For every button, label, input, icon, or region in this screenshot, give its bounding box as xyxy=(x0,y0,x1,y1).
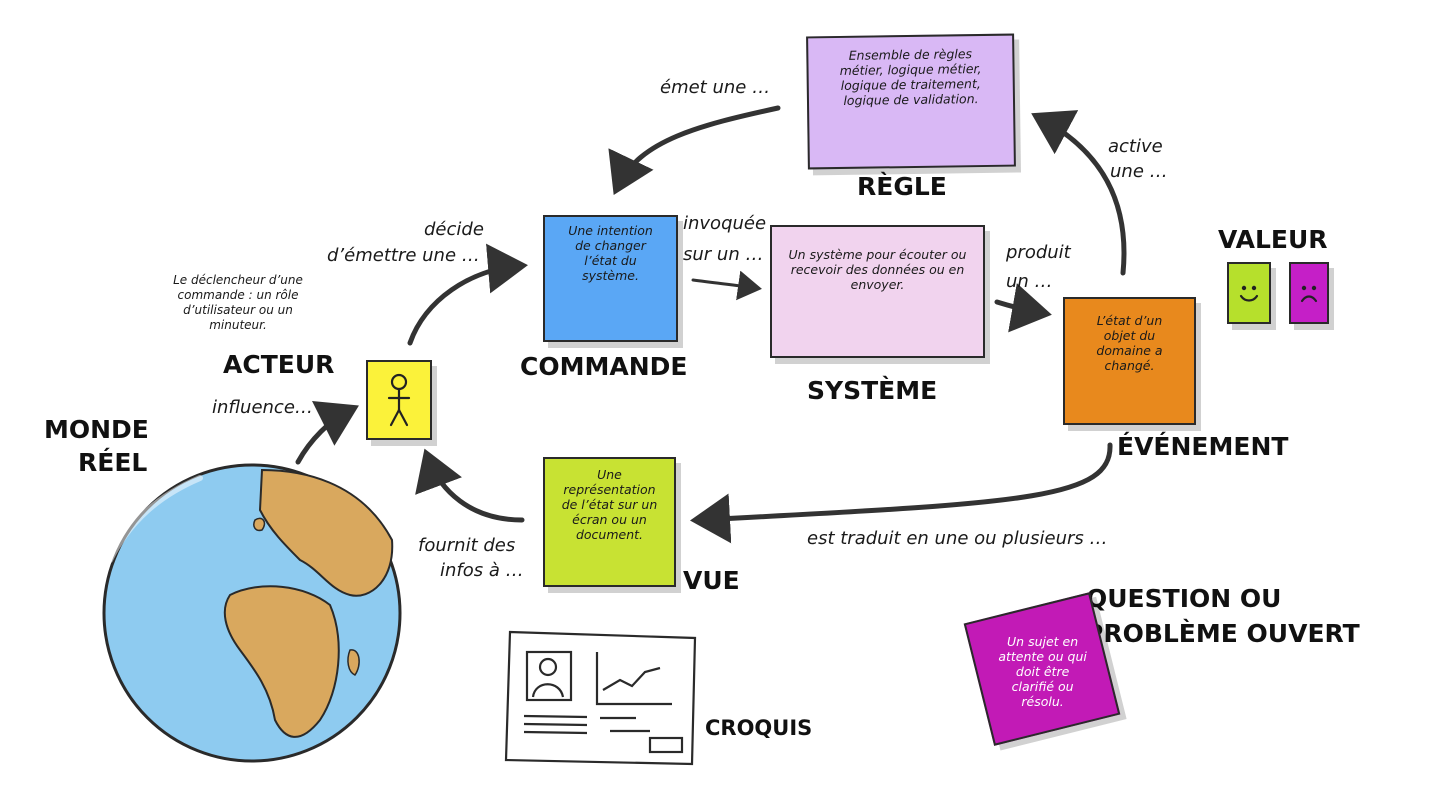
arrow-system-to-event xyxy=(994,283,1052,333)
value-title: VALEUR xyxy=(1218,225,1328,254)
system-description: Un système pour écouter ou recevoir des … xyxy=(788,247,967,292)
event-note: L’état d’un objet du domaine a changé. xyxy=(1063,297,1196,425)
verb-provides-line1: fournit des xyxy=(418,535,516,556)
verb-activates-line1: active xyxy=(1108,136,1163,157)
verb-activates-line2: une … xyxy=(1110,161,1168,182)
verb-decides-line1: décide xyxy=(424,219,484,240)
system-note: Un système pour écouter ou recevoir des … xyxy=(770,225,985,358)
frowny-icon xyxy=(1300,285,1318,303)
value-good-note xyxy=(1227,262,1271,324)
arrow-event-to-rule xyxy=(1031,110,1127,276)
arrow-event-to-view xyxy=(690,442,1113,544)
verb-invoked-line2: sur un … xyxy=(683,244,764,265)
sketch-title: CROQUIS xyxy=(705,716,813,740)
verb-translated: est traduit en une ou plusieurs … xyxy=(807,528,1108,549)
view-description: Une représentation de l’état sur un écra… xyxy=(561,467,658,542)
event-description: L’état d’un objet du domaine a changé. xyxy=(1096,313,1163,373)
verb-invoked-line1: invoquée xyxy=(683,213,767,234)
sketch-wireframe-icon xyxy=(504,630,697,766)
view-note: Une représentation de l’état sur un écra… xyxy=(543,457,676,587)
verb-produces-line1: produit xyxy=(1006,242,1071,263)
verb-decides-line2: d’émettre une … xyxy=(327,245,480,266)
verb-influences: influence… xyxy=(212,397,313,418)
command-description: Une intention de changer l’état du systè… xyxy=(568,223,653,283)
actor-description: Le déclencheur d’une commande : un rôle … xyxy=(173,273,303,332)
arrow-view-to-actor xyxy=(415,448,525,523)
rule-title: RÈGLE xyxy=(857,172,947,201)
command-title: COMMANDE xyxy=(520,352,688,381)
view-title: VUE xyxy=(683,566,740,595)
world-title-line1: MONDE xyxy=(44,415,149,444)
system-title: SYSTÈME xyxy=(807,376,938,405)
verb-provides-line2: infos à … xyxy=(440,560,524,581)
event-title: ÉVÉNEMENT xyxy=(1117,432,1289,461)
verb-emits: émet une … xyxy=(660,77,771,98)
question-description: Un sujet en attente ou qui doit être cla… xyxy=(998,633,1087,709)
arrow-rule-to-command xyxy=(608,105,781,196)
stick-figure-icon xyxy=(387,373,411,427)
actor-note xyxy=(366,360,432,440)
value-bad-note xyxy=(1289,262,1329,324)
arrow-world-to-actor xyxy=(295,401,359,465)
question-title-line2: PROBLÈME OUVERT xyxy=(1085,619,1360,648)
rule-description: Ensemble de règles métier, logique métie… xyxy=(839,46,982,108)
arrow-command-to-system xyxy=(691,270,762,301)
smiley-icon xyxy=(1239,285,1259,302)
rule-note: Ensemble de règles métier, logique métie… xyxy=(806,33,1016,170)
actor-title: ACTEUR xyxy=(223,350,335,379)
verb-produces-line2: un … xyxy=(1006,271,1053,292)
question-title-line1: QUESTION OU xyxy=(1086,584,1282,613)
arrow-actor-to-command xyxy=(407,243,528,346)
world-title-line2: RÉEL xyxy=(78,448,148,477)
command-note: Une intention de changer l’état du systè… xyxy=(543,215,678,342)
globe-icon xyxy=(102,463,402,763)
